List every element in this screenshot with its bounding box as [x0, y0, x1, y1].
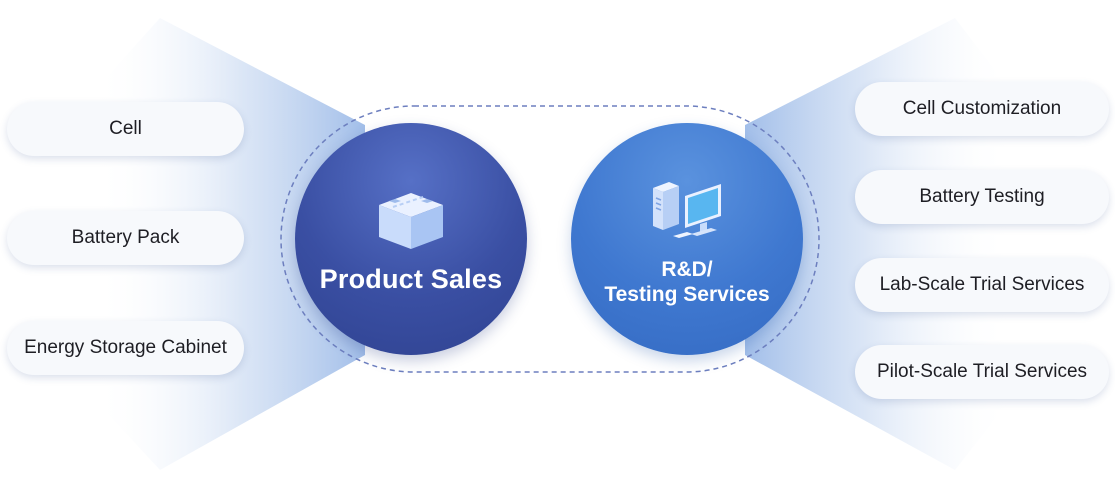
right-item-label: Lab-Scale Trial Services: [879, 274, 1085, 295]
left-item-label: Battery Pack: [71, 227, 180, 248]
product-sales-title: Product Sales: [319, 264, 503, 294]
right-item-pilot-scale-trial: Pilot-Scale Trial Services: [855, 345, 1109, 399]
computer-workstation-icon: [645, 172, 729, 253]
left-item-label: Cell: [109, 118, 142, 139]
hub-connector-dashed-outline: [280, 105, 820, 373]
rd-title-line-1: R&D/: [661, 257, 713, 281]
right-item-lab-scale-trial: Lab-Scale Trial Services: [855, 258, 1109, 312]
right-item-battery-testing: Battery Testing: [855, 170, 1109, 224]
right-item-label: Pilot-Scale Trial Services: [876, 361, 1088, 382]
left-item-battery-pack: Battery Pack: [7, 211, 244, 265]
left-item-label: Energy Storage Cabinet: [24, 337, 227, 358]
left-item-energy-storage-cabinet: Energy Storage Cabinet: [7, 321, 244, 375]
right-item-label: Battery Testing: [919, 186, 1045, 207]
rd-title-line-2: Testing Services: [604, 282, 770, 306]
right-item-label: Cell Customization: [902, 98, 1062, 119]
rd-testing-hub: R&D/ Testing Services: [571, 123, 803, 355]
battery-box-icon: [373, 183, 449, 258]
rd-testing-title: R&D/ Testing Services: [604, 257, 769, 307]
right-item-cell-customization: Cell Customization: [855, 82, 1109, 136]
product-sales-hub: Product Sales: [295, 123, 527, 355]
left-item-cell: Cell: [7, 102, 244, 156]
